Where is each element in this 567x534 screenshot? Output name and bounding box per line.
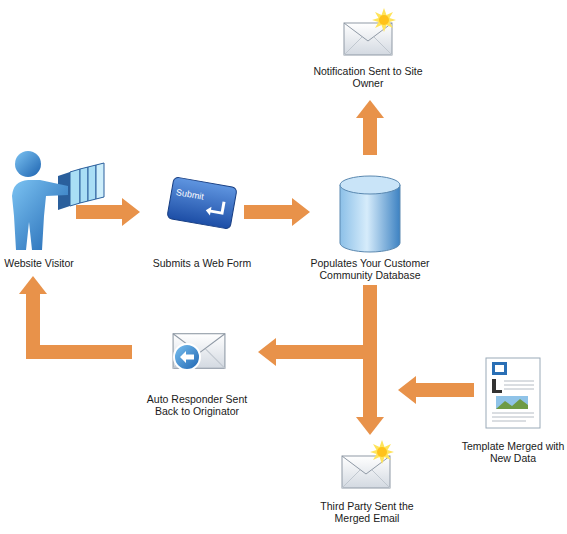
arrow-head xyxy=(356,100,384,118)
icon-node: Populates Your Customer Community Databa… xyxy=(340,175,400,253)
database-cylinder xyxy=(340,176,400,252)
arrow-shaft xyxy=(275,285,370,352)
node-label: Auto Responder Sent Back to Originator xyxy=(137,393,257,417)
node-label: Notification Sent to Site Owner xyxy=(312,65,424,89)
template-document xyxy=(486,358,540,428)
arrow-head xyxy=(258,338,276,366)
icon-node: Website Visitor xyxy=(5,150,73,250)
reply-envelope-icon xyxy=(173,334,225,370)
icon-node: Auto Responder Sent Back to Originator xyxy=(168,328,226,376)
arrow-shaft xyxy=(363,117,377,155)
icon-node: Template Merged with New Data xyxy=(482,355,544,430)
arrow-shaft xyxy=(363,285,377,418)
flow-arrow xyxy=(76,198,140,226)
node-label: Populates Your Customer Community Databa… xyxy=(295,257,445,281)
flow-arrow xyxy=(244,198,310,226)
server-bank xyxy=(58,163,104,210)
arrow-shaft xyxy=(244,205,293,219)
arrow-head xyxy=(19,276,47,294)
submit-button xyxy=(167,177,237,229)
arrow-shaft xyxy=(76,205,123,219)
node-label: Website Visitor xyxy=(0,257,84,269)
person-figure xyxy=(12,151,68,250)
arrow-head xyxy=(122,198,140,226)
arrow-shaft xyxy=(33,293,132,352)
flow-arrow xyxy=(356,100,384,155)
icon-node: Notification Sent to Site Owner xyxy=(342,10,394,62)
flow-arrow xyxy=(258,285,370,366)
arrow-head xyxy=(292,198,310,226)
icon-node: Third Party Sent the Merged Email xyxy=(340,442,394,490)
node-label: Submits a Web Form xyxy=(147,257,257,269)
node-label: Third Party Sent the Merged Email xyxy=(319,500,415,524)
envelope-icon xyxy=(344,8,396,55)
arrow-head xyxy=(356,417,384,435)
icon-node: SubmitSubmits a Web Form xyxy=(168,178,236,228)
arrow-shaft xyxy=(415,383,474,397)
flow-arrow xyxy=(19,276,132,352)
flow-arrow xyxy=(356,285,384,435)
envelope-icon xyxy=(342,440,394,488)
flow-arrow xyxy=(398,376,474,404)
arrow-head xyxy=(398,376,416,404)
node-label: Template Merged with New Data xyxy=(453,440,567,464)
button-text: Submit xyxy=(175,187,204,202)
